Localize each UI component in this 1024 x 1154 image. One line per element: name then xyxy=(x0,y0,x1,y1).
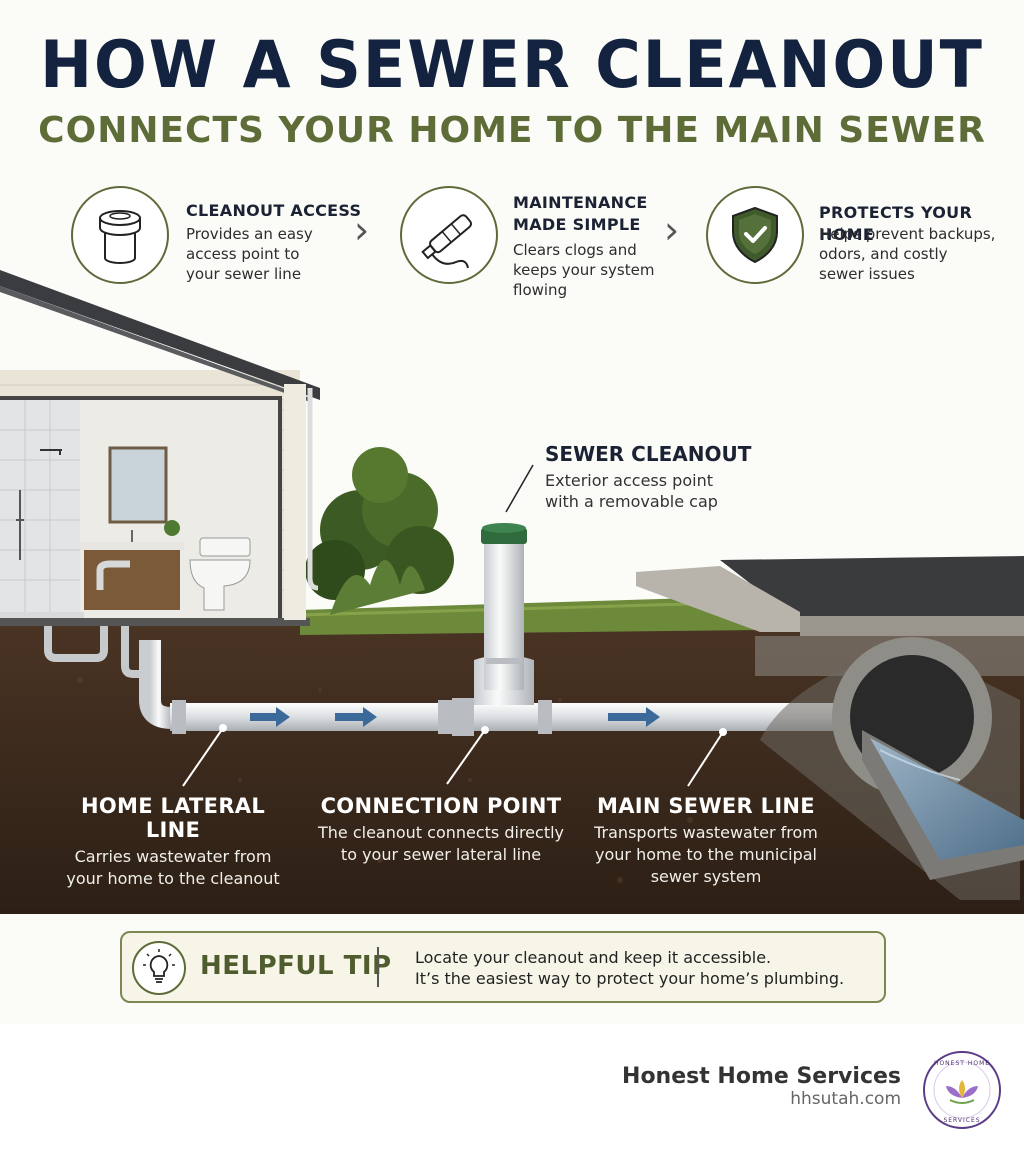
tip-divider xyxy=(377,947,379,987)
brand-block: Honest Home Services hhsutah.com xyxy=(622,1064,901,1109)
feature-heading: MAINTENANCE MADE SIMPLE xyxy=(513,193,648,234)
shield-check-icon xyxy=(732,206,778,264)
page-subtitle: CONNECTS YOUR HOME TO THE MAIN SEWER xyxy=(38,110,986,151)
cleanout-cap-icon xyxy=(99,210,141,264)
svg-text:HONEST HOME: HONEST HOME xyxy=(934,1060,990,1067)
helpful-tip-box: HELPFUL TIP Locate your cleanout and kee… xyxy=(120,931,886,1003)
feature-text: Clears clogs and keeps your system flowi… xyxy=(513,241,655,299)
chevron-right-icon: › xyxy=(664,208,680,252)
house-drain-pipes xyxy=(44,560,173,729)
drain-snake-icon xyxy=(421,214,473,269)
feature-cleanout-access-icon-circle xyxy=(71,186,169,284)
leader-lines xyxy=(182,727,724,787)
bush xyxy=(305,447,454,615)
footer xyxy=(0,1024,1024,1154)
sewer-cleanout-callout: SEWER CLEANOUT Exterior access point wit… xyxy=(545,442,752,511)
brand-url: hhsutah.com xyxy=(790,1089,901,1109)
curb xyxy=(636,566,800,632)
cleanout-riser xyxy=(474,523,534,705)
label-main-sewer-line: MAIN SEWER LINE Transports wastewater fr… xyxy=(594,794,818,886)
tip-heading: HELPFUL TIP xyxy=(200,951,392,981)
feature-heading: PROTECTS YOUR HOME xyxy=(819,203,973,244)
svg-text:SERVICES: SERVICES xyxy=(943,1117,980,1124)
feature-heading: CLEANOUT ACCESS xyxy=(186,201,362,220)
street-asphalt xyxy=(720,556,1024,622)
brand-name: Honest Home Services xyxy=(622,1064,901,1089)
lightbulb-icon xyxy=(132,941,186,995)
label-connection-point: CONNECTION POINT The cleanout connects d… xyxy=(317,794,565,864)
tip-text: Locate your cleanout and keep it accessi… xyxy=(415,948,845,988)
sewer-cross-section-illustration xyxy=(0,270,1024,914)
chevron-right-icon: › xyxy=(354,208,370,252)
feature-protects-icon-circle xyxy=(706,186,804,284)
page-title: HOW A SEWER CLEANOUT xyxy=(40,26,984,103)
label-home-lateral-line: HOME LATERAL LINE Carries wastewater fro… xyxy=(66,794,280,888)
main-sewer-pipe xyxy=(760,637,1024,900)
flow-arrow-icons xyxy=(250,707,660,727)
house xyxy=(0,270,320,626)
feature-maintenance-icon-circle xyxy=(400,186,498,284)
feature-text: Helps prevent backups, odors, and costly… xyxy=(819,225,996,283)
brand-logo: HONEST HOME SERVICES xyxy=(922,1050,1002,1130)
feature-text: Provides an easy access point to your se… xyxy=(186,225,313,283)
